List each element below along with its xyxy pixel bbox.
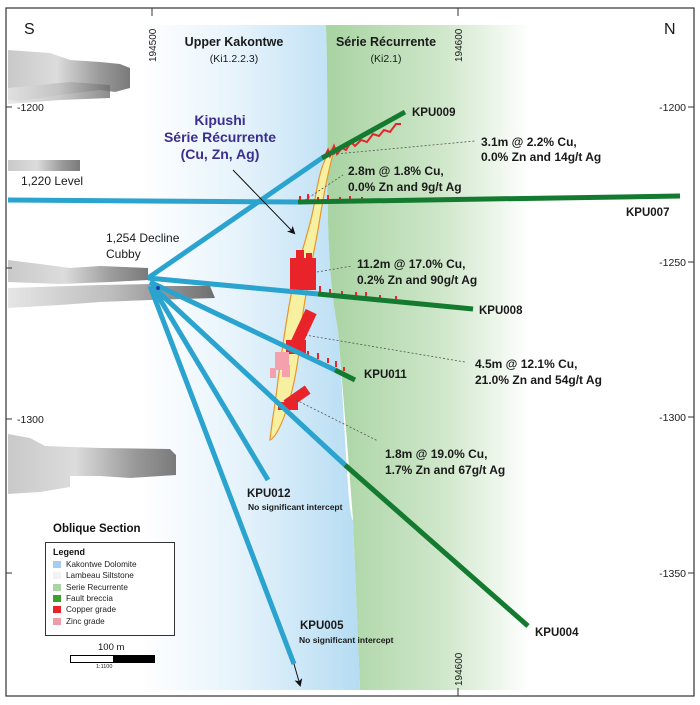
drillhole-note-kpu012: No significant intercept bbox=[248, 502, 343, 512]
working-top-lower bbox=[8, 82, 110, 104]
y-tick-right-1350: -1350 bbox=[659, 568, 686, 580]
legend-item-lambeau-siltstone: Lambeau Siltstone bbox=[53, 570, 167, 581]
legend-label: Lambeau Siltstone bbox=[66, 571, 134, 581]
x-tick-194600-bottom: 194600 bbox=[454, 652, 465, 686]
legend-swatch bbox=[53, 595, 61, 603]
drillhole-kpu008-blue bbox=[147, 275, 319, 297]
orebody-label-line3: (Cu, Zn, Ag) bbox=[181, 146, 260, 162]
y-tick-right-1200: -1200 bbox=[659, 102, 686, 114]
scale-bar bbox=[70, 655, 155, 663]
unit-serie-recurrente: Série Récurrente bbox=[336, 35, 436, 49]
orebody-label-line1: Kipushi bbox=[194, 112, 245, 128]
serie-recurrente-zone bbox=[326, 25, 530, 690]
intercept-3-line2: 0.2% Zn and 90g/t Ag bbox=[357, 273, 477, 287]
legend: Legend Kakontwe Dolomite Lambeau Siltsto… bbox=[45, 542, 175, 636]
legend-item-zinc-grade: Zinc grade bbox=[53, 615, 167, 626]
legend-swatch bbox=[53, 606, 61, 614]
intercept-5-line2: 1.7% Zn and 67g/t Ag bbox=[385, 463, 505, 477]
y-tick-right-1250: -1250 bbox=[659, 257, 686, 269]
section-type-title: Oblique Section bbox=[53, 523, 141, 535]
y-tick-left-1200: -1200 bbox=[17, 102, 44, 114]
intercept-3-line1: 11.2m @ 17.0% Cu, bbox=[357, 257, 465, 271]
drillhole-note-kpu005: No significant intercept bbox=[299, 635, 394, 645]
direction-south: S bbox=[24, 21, 35, 38]
level-1220-working bbox=[8, 160, 80, 171]
legend-label: Serie Recurrente bbox=[66, 582, 128, 592]
drillhole-label-kpu008: KPU008 bbox=[479, 305, 523, 317]
legend-item-kakontwe-dolomite: Kakontwe Dolomite bbox=[53, 559, 167, 570]
legend-label: Zinc grade bbox=[66, 616, 105, 626]
drillhole-label-kpu007: KPU007 bbox=[626, 207, 669, 219]
legend-label: Kakontwe Dolomite bbox=[66, 560, 137, 570]
drillhole-label-kpu011: KPU011 bbox=[364, 369, 407, 381]
intercept-leaders bbox=[295, 140, 476, 442]
drillhole-kpu004-blue bbox=[150, 284, 347, 467]
unit-serie-recurrente-code: (Ki2.1) bbox=[371, 53, 402, 65]
legend-swatch bbox=[53, 583, 61, 591]
copper-grade-bars bbox=[278, 250, 317, 410]
legend-title: Legend bbox=[53, 547, 86, 557]
zinc-grade-bars bbox=[270, 352, 290, 378]
decline-label-line1: 1,254 Decline bbox=[106, 231, 180, 245]
working-bottom bbox=[8, 434, 176, 494]
axis-ticks bbox=[6, 8, 694, 696]
intercept-2-line2: 0.0% Zn and 9g/t Ag bbox=[348, 180, 462, 194]
copper-ticks-kpu008 bbox=[319, 286, 397, 299]
legend-item-serie-recurrente: Serie Recurrente bbox=[53, 582, 167, 593]
copper-ticks-kpu011 bbox=[299, 347, 345, 371]
section-frame bbox=[5, 7, 695, 697]
drillhole-kpu007-green bbox=[297, 193, 681, 205]
unit-upper-kakontwe: Upper Kakontwe bbox=[185, 35, 284, 49]
x-tick-194600-top: 194600 bbox=[454, 28, 465, 62]
drillhole-kpu005 bbox=[147, 285, 297, 665]
copper-ticks-kpu007 bbox=[299, 194, 363, 200]
direction-north: N bbox=[664, 21, 676, 38]
legend-swatch bbox=[53, 572, 61, 580]
y-tick-right-1300: -1300 bbox=[659, 412, 686, 424]
unit-upper-kakontwe-code: (Ki1.2.2.3) bbox=[210, 53, 258, 65]
scale-bar-white-segment bbox=[71, 656, 113, 662]
drillhole-kpu004-green bbox=[343, 463, 530, 628]
intercept-2-line1: 2.8m @ 1.8% Cu, bbox=[348, 164, 444, 178]
decline-label-line2: Cubby bbox=[106, 247, 141, 261]
intercept-4-line2: 21.0% Zn and 54g/t Ag bbox=[475, 373, 602, 387]
legend-label: Copper grade bbox=[66, 605, 117, 615]
legend-item-fault-breccia: Fault breccia bbox=[53, 593, 167, 604]
scale-bar-label: 100 m bbox=[98, 642, 125, 653]
orebody-label-line2: Série Récurrente bbox=[164, 129, 276, 145]
legend-item-copper-grade: Copper grade bbox=[53, 604, 167, 615]
x-tick-194500-top: 194500 bbox=[148, 28, 159, 62]
legend-label: Fault breccia bbox=[66, 594, 113, 604]
drillhole-kpu011-blue bbox=[148, 279, 337, 373]
underground-workings bbox=[8, 50, 215, 494]
y-tick-left-1300: -1300 bbox=[17, 414, 44, 426]
kakontwe-dolomite-zone bbox=[140, 25, 360, 690]
drillhole-kpu009-green bbox=[320, 109, 407, 161]
legend-swatch bbox=[53, 561, 61, 569]
collar-point bbox=[156, 286, 160, 290]
orebody-pointer-arrow bbox=[232, 169, 296, 235]
drillhole-kpu008-green bbox=[317, 291, 474, 312]
kpu005-continuation-arrow bbox=[293, 663, 303, 687]
scale-bar-black-segment bbox=[112, 656, 154, 662]
intercept-1-line1: 3.1m @ 2.2% Cu, bbox=[481, 135, 577, 149]
drillhole-kpu009-blue bbox=[146, 155, 324, 281]
scale-ratio: 1:1100 bbox=[96, 664, 113, 670]
intercept-4-line1: 4.5m @ 12.1% Cu, bbox=[475, 357, 577, 371]
drillhole-label-kpu012: KPU012 bbox=[247, 488, 290, 500]
geology-bands bbox=[140, 25, 530, 690]
drillhole-label-kpu004: KPU004 bbox=[535, 627, 579, 639]
decline-working-upper bbox=[8, 260, 148, 284]
drillhole-kpu012 bbox=[149, 284, 271, 482]
level-1220-label: 1,220 Level bbox=[21, 174, 83, 188]
drillhole-kpu007-blue bbox=[7, 197, 299, 205]
intercept-1-line2: 0.0% Zn and 14g/t Ag bbox=[481, 150, 601, 164]
drillhole-label-kpu005: KPU005 bbox=[300, 620, 344, 632]
drillhole-kpu011-green bbox=[333, 367, 357, 383]
intercept-5-line1: 1.8m @ 19.0% Cu, bbox=[385, 447, 487, 461]
drillhole-label-kpu009: KPU009 bbox=[412, 107, 455, 119]
legend-swatch bbox=[53, 617, 61, 625]
drillholes bbox=[7, 109, 681, 687]
